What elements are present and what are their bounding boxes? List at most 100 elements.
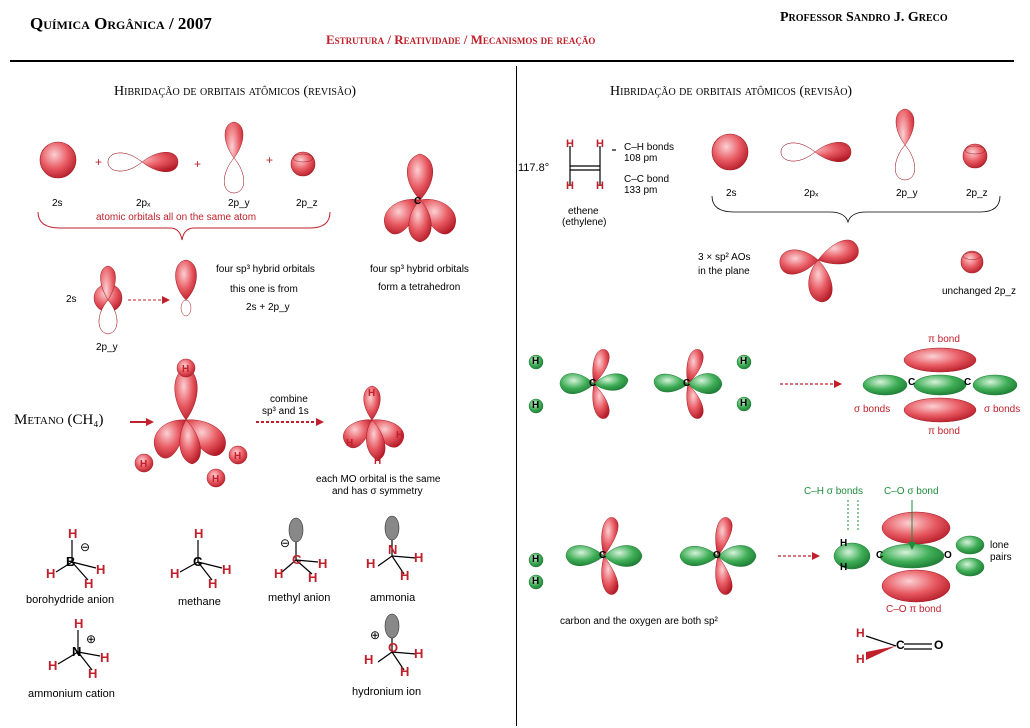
name-borohydride: borohydride anion (26, 594, 115, 606)
label-2py: 2p_y (228, 198, 250, 209)
orbital-2py-overlap-back (98, 299, 118, 335)
combine-line1: combine (270, 394, 308, 405)
sigma-bonds-left: σ bonds (854, 404, 891, 415)
ch-bonds-line2: 108 pm (624, 153, 658, 164)
ethylene-name: (ethylene) (562, 217, 607, 228)
mo-h3: H (396, 430, 404, 441)
ethene-c1: C (589, 378, 597, 389)
ch4-h-left: H (170, 566, 180, 581)
ch-sigma-label: C–H σ bonds (804, 486, 863, 497)
methane-h3: H (234, 451, 242, 462)
tetra-line1: four sp³ hybrid orbitals (370, 264, 469, 275)
orbital-2px-back (107, 152, 143, 172)
tetra-line2: form a tetrahedron (378, 282, 461, 293)
lone-pair-lobes (288, 515, 400, 639)
h3o-h-bottom: H (400, 664, 410, 679)
ch3-h-right: H (318, 556, 328, 571)
ethene-structure (569, 146, 616, 186)
sp2-line2: in the plane (698, 266, 750, 277)
mo-h1: H (368, 388, 376, 399)
formaldehyde-orbitals (528, 500, 985, 603)
ch3-c: C (292, 552, 302, 567)
nh3-h-left: H (366, 556, 376, 571)
professor-name: Professor Sandro J. Greco (780, 10, 948, 25)
ethene-h1: H (566, 138, 574, 150)
co-sigma-label: C–O σ bond (884, 486, 939, 497)
nh4-h-top: H (74, 616, 84, 631)
ethene-sp2-carbons (528, 347, 1018, 423)
r-label-2py: 2p_y (896, 188, 918, 199)
ethene-h4: H (596, 180, 604, 192)
plus-sign: + (194, 157, 201, 171)
mo-o: O (944, 550, 952, 561)
label-2pz: 2p_z (296, 198, 318, 209)
h3o-h-right: H (414, 646, 424, 661)
header-rule (10, 60, 1014, 62)
co-pi-label: C–O π bond (886, 604, 942, 615)
ethene-name: ethene (568, 206, 599, 217)
sp3-tetrahedron (384, 153, 456, 243)
cc-bond-line1: C–C bond (624, 174, 670, 185)
mo-c: C (876, 550, 884, 561)
bh4-h-top: H (68, 526, 78, 541)
nh3-n: N (388, 542, 398, 557)
atomic-brace (37, 211, 331, 241)
cc-bond-line2: 133 pm (624, 185, 658, 196)
bh4-h-right: H (96, 562, 106, 577)
mo-line2: and has σ symmetry (332, 486, 423, 497)
mo-line1: each MO orbital is the same (316, 474, 441, 485)
h3o-h-left: H (364, 652, 374, 667)
nh4-n: N (72, 644, 82, 659)
four-sp3-line3: 2s + 2p_y (246, 302, 290, 313)
lobe-top (407, 153, 433, 201)
lewis-h-top: H (856, 626, 865, 640)
tetra-center-atom: C (414, 196, 422, 207)
sp2-line1: 3 × sp² AOs (698, 252, 751, 263)
pi-bond-bottom: π bond (928, 426, 960, 437)
ch4-c: C (193, 554, 203, 569)
nh3-h-bottom: H (400, 568, 410, 583)
ethene-h-c: H (740, 356, 748, 367)
sp3-hybrid-lobe (175, 259, 197, 301)
orbital-2pz-ring (292, 153, 314, 163)
ethene-h3: H (566, 180, 574, 192)
hcho-h2: H (532, 576, 540, 587)
ch3-h-bottom: H (308, 570, 318, 585)
ch3-h-left: H (274, 566, 284, 581)
ethene-h-a: H (532, 356, 540, 367)
name-ammonia: ammonia (370, 592, 416, 604)
ethene-angle: 117.8° (518, 162, 550, 174)
four-sp3-line1: four sp³ hybrid orbitals (216, 264, 315, 275)
lone-pairs-line1: lone (990, 540, 1009, 551)
mo-c-right: C (964, 377, 972, 388)
lewis-h-bottom: H (856, 652, 865, 666)
sp2-caption: carbon and the oxygen are both sp² (560, 616, 718, 627)
sp2-trigonal (779, 239, 984, 303)
topics-title: Estrutura / Reatividade / Mecanismos de … (326, 32, 596, 47)
left-atomic-orbitals: + + + (37, 121, 331, 241)
combine-line2: sp³ and 1s (262, 406, 309, 417)
metano-label: Metano (CH₄) (14, 412, 104, 428)
name-hydronium: hydronium ion (352, 686, 422, 698)
lewis-c: C (896, 638, 905, 652)
label-2s: 2s (52, 198, 63, 209)
arrow-head (162, 296, 170, 304)
ch-bonds-line1: C–H bonds (624, 142, 675, 153)
orbital-2py-back (224, 157, 244, 194)
mo-h-top: H (840, 538, 848, 549)
pi-bond-top: π bond (928, 334, 960, 345)
ethene-h-b: H (532, 400, 540, 411)
h3o-plus: ⊕ (370, 628, 381, 642)
name-methane: methane (178, 596, 221, 608)
ethene-c2: C (683, 378, 691, 389)
lone-pairs-line2: pairs (990, 552, 1012, 563)
bh4-h-left: H (46, 566, 56, 581)
mo-h4: H (374, 456, 382, 467)
right-atomic-orbitals (711, 108, 1001, 224)
plus-sign: + (95, 155, 102, 169)
methane-h2: H (140, 459, 148, 470)
bh4-b: B (66, 554, 76, 569)
right-section-title: Hibridação de orbitais atômicos (revisão… (610, 84, 853, 99)
methane-h1: H (182, 364, 190, 375)
